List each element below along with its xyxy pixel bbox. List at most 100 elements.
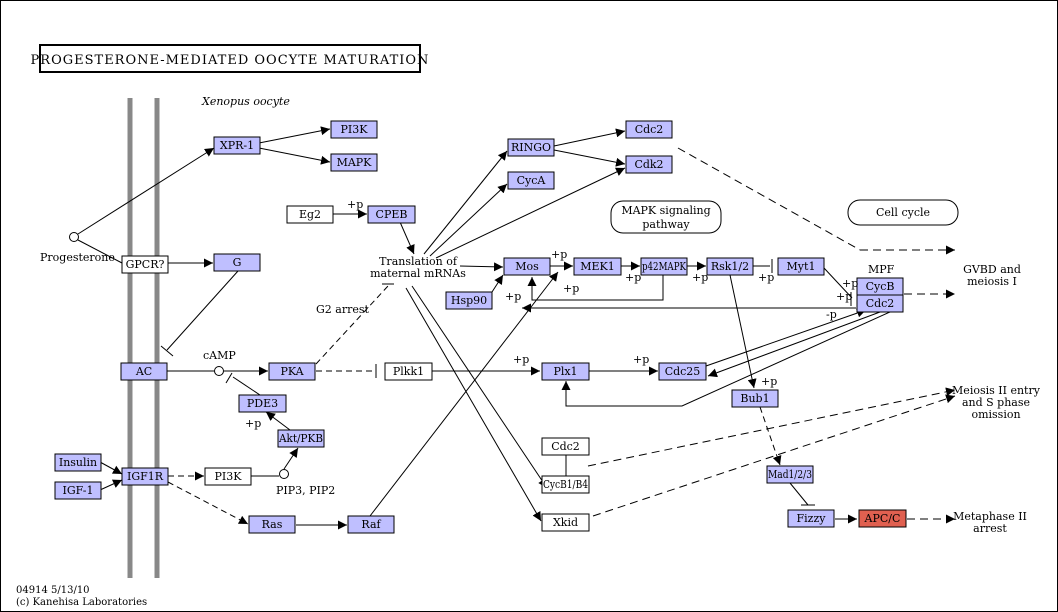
- edge-igf1r-ras: [167, 481, 249, 525]
- phos-marker: +p: [245, 417, 261, 430]
- node-ac[interactable]: [120, 362, 168, 381]
- node-insulin-label: Insulin: [59, 456, 97, 469]
- node-akt-label: Akt/PKB: [278, 432, 323, 445]
- edge-xpr1-pi3k: [258, 126, 331, 144]
- node-cdc25[interactable]: [658, 362, 707, 381]
- node-rsk12[interactable]: [706, 257, 754, 276]
- node-akt[interactable]: [277, 429, 325, 448]
- node-igf1r[interactable]: [121, 467, 169, 486]
- node-ras-label: Ras: [262, 518, 283, 531]
- node-cpeb[interactable]: [367, 205, 416, 224]
- node-cycb-label: CycB: [866, 280, 895, 293]
- node-mad12[interactable]: [766, 465, 814, 484]
- node-xkid[interactable]: [541, 513, 590, 532]
- label-translation-line2: maternal mRNAs: [370, 267, 466, 280]
- node-igf1[interactable]: [54, 481, 102, 500]
- node-mek1[interactable]: [573, 257, 622, 276]
- node-g[interactable]: [213, 253, 261, 272]
- edge-progesterone-xpr1: [77, 147, 215, 235]
- edge-igf1-igf1r: [99, 479, 123, 491]
- node-p42mapk-label: p42MAPK: [642, 260, 687, 273]
- node-xkid-label: Xkid: [553, 516, 578, 529]
- label-camp: cAMP: [203, 349, 236, 362]
- node-mapk[interactable]: [330, 153, 378, 172]
- node-apcc[interactable]: [858, 509, 907, 528]
- title-box: [39, 44, 421, 73]
- camp-compound: [214, 366, 224, 376]
- node-cdc2-top[interactable]: [625, 120, 673, 139]
- node-mapk-label: MAPK: [337, 156, 373, 169]
- node-cdc2-lower[interactable]: [541, 437, 590, 456]
- node-p42mapk[interactable]: [640, 257, 688, 276]
- edge-translation-mos: [459, 262, 504, 272]
- phos-marker: +p: [551, 248, 567, 261]
- edge-xpr1-mapk: [258, 147, 331, 165]
- phos-marker: +p: [625, 271, 641, 284]
- node-rsk12-label: Rsk1/2: [711, 260, 749, 273]
- edge-pde3-camp: [232, 376, 261, 396]
- node-pka[interactable]: [268, 362, 316, 381]
- node-plx1[interactable]: [541, 362, 590, 381]
- phos-marker: +p: [513, 353, 529, 366]
- edges: [77, 126, 956, 530]
- node-cycb14-label: CycB1/B4: [543, 478, 588, 491]
- edge-hsp90-mos: [491, 274, 504, 293]
- pathway-cell-cycle-label: Cell cycle: [876, 206, 930, 219]
- phos-marker: +p: [758, 271, 774, 284]
- label-metaphase-line1: Metaphase II: [953, 510, 1027, 523]
- node-cyca[interactable]: [507, 171, 555, 190]
- edge-myt1-mpf: [823, 267, 853, 299]
- edge-ringo-cdc2: [553, 128, 626, 147]
- label-mpf: MPF: [868, 263, 895, 276]
- phos-marker: +p: [633, 353, 649, 366]
- node-fizzy[interactable]: [787, 509, 835, 528]
- node-mek1-label: MEK1: [580, 260, 615, 273]
- node-mad12-label: Mad1/2/3: [768, 468, 812, 481]
- node-mos[interactable]: [503, 257, 551, 276]
- node-mos-label: Mos: [515, 260, 539, 273]
- node-cpeb-label: CPEB: [376, 208, 408, 221]
- pathway-mapk-signaling-line2: pathway: [642, 218, 690, 231]
- node-cdc2-top-label: Cdc2: [635, 123, 664, 136]
- node-xpr1-label: XPR-1: [220, 139, 254, 152]
- node-raf[interactable]: [347, 515, 395, 534]
- node-cyca-label: CycA: [517, 174, 547, 187]
- node-apcc-label: APC/C: [864, 512, 901, 525]
- edge-cdc2-cellcycle: [677, 147, 861, 251]
- node-eg2[interactable]: [286, 205, 334, 224]
- node-bub1-label: Bub1: [740, 392, 769, 405]
- pathway-mapk-signaling-line1: MAPK signaling: [621, 204, 710, 217]
- inhibit-bar-camp: [225, 372, 233, 384]
- edge-rsk12-bub1: [729, 274, 757, 389]
- phos-marker: +p: [563, 282, 579, 295]
- node-layer: PI3K XPR-1 MAPK Eg2 CPEB GPCR? G AC PKA …: [54, 120, 907, 534]
- edge-g-ac: [166, 270, 239, 351]
- node-xpr1[interactable]: [213, 136, 261, 155]
- node-myt1[interactable]: [777, 257, 825, 276]
- node-pde3[interactable]: [238, 394, 287, 413]
- node-pi3k-bottom[interactable]: [204, 467, 252, 486]
- node-cdc2-mpf[interactable]: [856, 294, 904, 313]
- node-gpcr[interactable]: [121, 255, 169, 274]
- edge-pip3-akt: [283, 447, 299, 470]
- edge-translation-cdk2: [435, 167, 626, 259]
- text-labels: Progesterone cAMP PIP3, PIP2 Translation…: [40, 251, 1041, 535]
- phos-marker: +p: [505, 290, 521, 303]
- node-ringo[interactable]: [507, 138, 555, 157]
- node-bub1[interactable]: [731, 389, 779, 408]
- node-ras[interactable]: [248, 515, 296, 534]
- node-hsp90[interactable]: [445, 291, 493, 310]
- node-insulin[interactable]: [54, 453, 102, 472]
- node-cdc2-lower-label: Cdc2: [551, 440, 580, 453]
- pathway-mapk-signaling[interactable]: [610, 200, 722, 234]
- node-pi3k-top[interactable]: [330, 120, 378, 139]
- edge-progesterone-gpcr: [77, 239, 123, 264]
- pathway-cell-cycle[interactable]: [847, 199, 959, 226]
- footer-code: 04914 5/13/10: [16, 585, 90, 596]
- edge-mad12-fizzy: [789, 482, 809, 506]
- node-plkk1[interactable]: [384, 362, 433, 381]
- edge-akt-pde3: [265, 411, 291, 431]
- node-cycb14[interactable]: [541, 475, 590, 494]
- node-cdk2[interactable]: [625, 155, 673, 174]
